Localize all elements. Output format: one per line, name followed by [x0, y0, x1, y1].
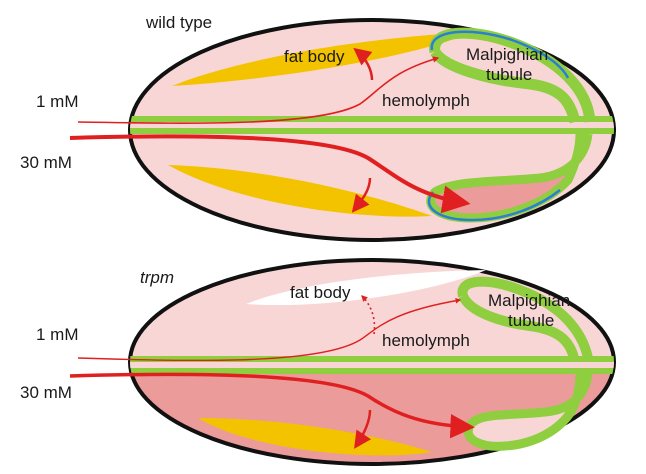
trpm-fat-body-label: fat body	[290, 283, 351, 302]
wild-type-gut	[120, 116, 640, 134]
wild-type-tubule-label-1: Malpighian	[466, 45, 548, 64]
trpm-low-dose-label: 1 mM	[36, 325, 79, 344]
wild-type-tubule-label-2: tubule	[486, 65, 532, 84]
trpm-title: trpm	[140, 268, 174, 287]
trpm-hemolymph-label: hemolymph	[382, 331, 470, 350]
wild-type-high-dose-label: 30 mM	[20, 153, 72, 172]
wild-type-title: wild type	[145, 13, 212, 32]
wild-type-panel: wild type fat body Malpighian tubule hem…	[20, 13, 640, 240]
trpm-panel: trpm fat body Malpighian tubule hemolymp…	[20, 260, 640, 472]
wild-type-low-dose-label: 1 mM	[36, 92, 79, 111]
trpm-tubule-label-1: Malpighian	[488, 291, 570, 310]
trpm-tubule-label-2: tubule	[508, 311, 554, 330]
trpm-gut	[120, 356, 640, 374]
wild-type-fat-body-label: fat body	[284, 47, 345, 66]
wild-type-hemolymph-label: hemolymph	[382, 91, 470, 110]
trpm-high-dose-label: 30 mM	[20, 383, 72, 402]
